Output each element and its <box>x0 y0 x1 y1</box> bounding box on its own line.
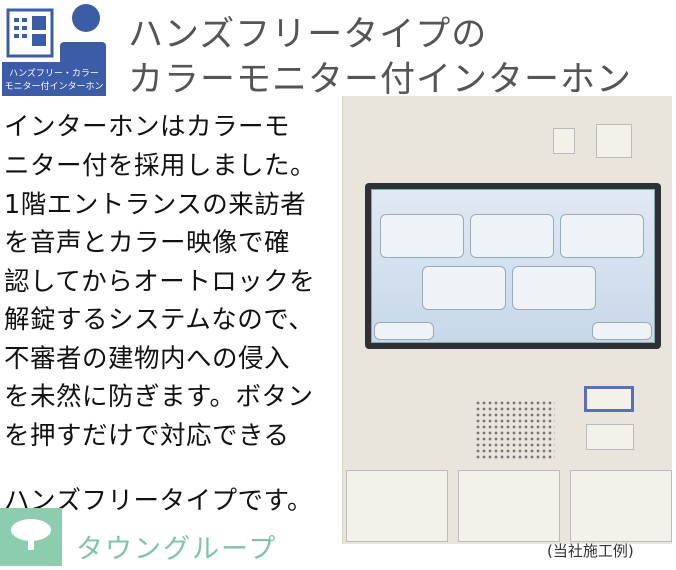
tree-logo-icon <box>0 508 62 566</box>
body-line: を音声とカラー映像で確 <box>4 228 291 258</box>
photo-caption: (当社施工例) <box>547 542 634 560</box>
body-line: 解錠するシステムなので、 <box>4 305 315 335</box>
emergency-button <box>596 124 632 158</box>
intercom-screen <box>365 183 661 349</box>
logo-text: タウングループ <box>76 534 278 565</box>
intercom-button <box>586 424 634 450</box>
title-line-2: カラーモニター付インターホン <box>128 60 633 100</box>
body-line: ニター付を採用しました。 <box>4 151 317 181</box>
title-line-1: ハンズフリータイプの <box>128 15 488 55</box>
svg-text:モニター付インターホン: モニター付インターホン <box>4 81 103 92</box>
intercom-button <box>458 470 560 542</box>
intercom-monitor-icon: ハンズフリー・カラー モニター付インターホン <box>2 2 106 96</box>
body-line: を押すだけで対応できる <box>4 421 290 451</box>
intercom-button <box>570 470 672 542</box>
body-line: 1階エントランスの来訪者 <box>4 190 307 220</box>
body-line: インターホンはカラーモ <box>4 112 291 142</box>
unlock-button <box>584 386 634 412</box>
body-line: 不審者の建物内への侵入 <box>4 344 291 374</box>
intercom-button <box>346 470 448 542</box>
intercom-button <box>553 128 575 154</box>
body-line: 認してからオートロックを <box>4 267 316 297</box>
svg-text:ハンズフリー・カラー: ハンズフリー・カラー <box>9 67 99 79</box>
body-line: を未然に防ぎます。ボタン <box>4 382 314 412</box>
speaker-grille <box>475 400 555 460</box>
